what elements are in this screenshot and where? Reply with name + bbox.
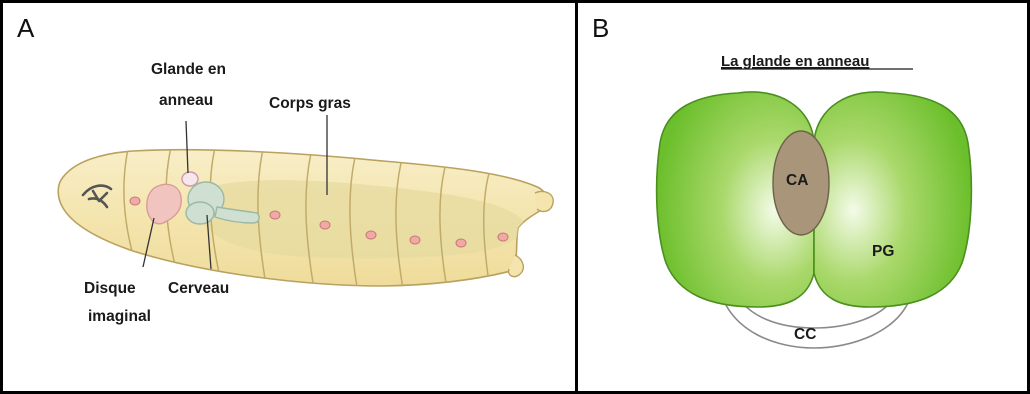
- label-imaginal-disc-line2: imaginal: [88, 308, 151, 325]
- ring-gland: [182, 172, 198, 186]
- ring-gland-diagram: B La glande en anneau CA PG CC: [578, 3, 1027, 391]
- brain-lobe-lower: [186, 202, 214, 224]
- larva-diagram: A Glan: [3, 3, 575, 391]
- label-ring-gland-line2: anneau: [159, 92, 213, 109]
- label-fat-body: Corps gras: [269, 95, 351, 112]
- label-ring-gland-line1: Glande en: [151, 61, 226, 78]
- panel-b-title: La glande en anneau: [721, 53, 869, 70]
- panel-letter-a: A: [17, 13, 35, 43]
- panel-a-larva: A Glan: [0, 0, 578, 394]
- prothoracic-gland-right: [814, 92, 971, 307]
- posterior-spiracle: [535, 191, 553, 211]
- panel-b-ring-gland: B La glande en anneau CA PG CC: [575, 0, 1030, 394]
- label-pg: PG: [872, 243, 894, 260]
- label-cc: CC: [794, 326, 816, 343]
- panel-letter-b: B: [592, 13, 609, 43]
- label-ca: CA: [786, 172, 808, 189]
- label-imaginal-disc-line1: Disque: [84, 280, 136, 297]
- label-brain: Cerveau: [168, 280, 229, 297]
